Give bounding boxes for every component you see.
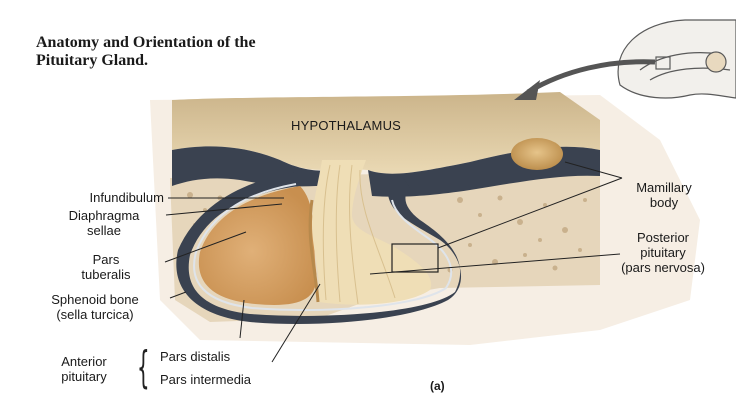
label-posterior-line2: pituitary [600,245,726,260]
label-sphenoid-bone: Sphenoid bone (sella turcica) [20,292,170,322]
label-hypothalamus: HYPOTHALAMUS [291,118,401,133]
mamillary-body [511,138,563,170]
label-diaphragma-line2: sellae [46,223,162,238]
label-mamillary-body: Mamillary body [622,180,706,210]
label-pars-tuberalis-line1: Pars [56,252,156,267]
diagram-title: Anatomy and Orientation of the Pituitary… [36,34,256,70]
brain-inset [618,20,736,98]
label-pars-distalis: Pars distalis [160,349,230,364]
label-mamillary-line1: Mamillary [622,180,706,195]
arrow-head [514,80,540,100]
label-infundibulum: Infundibulum [46,190,164,205]
label-anterior-line2: pituitary [44,369,124,384]
label-posterior-line3: (pars nervosa) [600,260,726,275]
title-line-1: Anatomy and Orientation of the [36,34,256,52]
label-mamillary-line2: body [622,195,706,210]
label-posterior-line1: Posterior [600,230,726,245]
label-posterior-pituitary: Posterior pituitary (pars nervosa) [600,230,726,275]
label-anterior-pituitary: Anterior pituitary [44,354,124,384]
panel-label: (a) [430,379,445,394]
label-pars-tuberalis-line2: tuberalis [56,267,156,282]
label-anterior-line1: Anterior [44,354,124,369]
label-diaphragma-sellae: Diaphragma sellae [46,208,162,238]
title-line-2: Pituitary Gland. [36,52,256,70]
label-pars-tuberalis: Pars tuberalis [56,252,156,282]
brace-icon: { [137,346,150,390]
label-sphenoid-line2: (sella turcica) [20,307,170,322]
label-diaphragma-line1: Diaphragma [46,208,162,223]
label-sphenoid-line1: Sphenoid bone [20,292,170,307]
label-pars-intermedia: Pars intermedia [160,372,251,387]
